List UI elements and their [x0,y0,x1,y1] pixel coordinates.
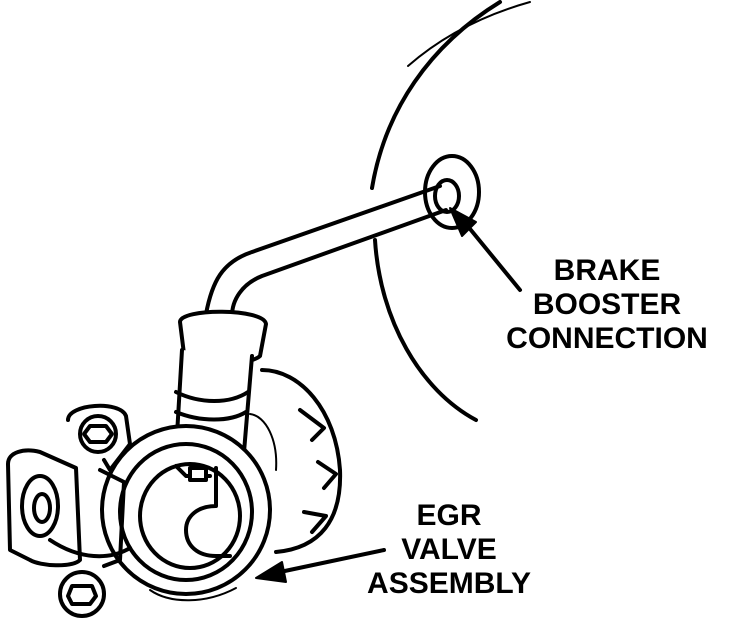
egr-valve-assembly-label: EGR VALVE ASSEMBLY [354,499,544,601]
valve-rear-body [249,368,343,554]
brake-booster-arrow [449,207,522,292]
brake-label-line-3: CONNECTION [506,322,708,355]
egr-label-line-2: VALVE [401,533,497,566]
egr-label-line-1: EGR [416,499,482,532]
vacuum-hose [204,184,448,318]
mounting-flange [6,403,132,618]
brake-label-line-1: BRAKE [553,254,661,287]
brake-label-line-2: BOOSTER [532,288,682,321]
brake-booster-connection-label: BRAKE BOOSTER CONNECTION [492,254,722,356]
egr-label-line-3: ASSEMBLY [367,567,531,600]
brake-booster-housing [370,0,531,422]
egr-valve-arrow [255,548,386,583]
booster-port [423,154,481,230]
valve-main-body [100,424,272,602]
